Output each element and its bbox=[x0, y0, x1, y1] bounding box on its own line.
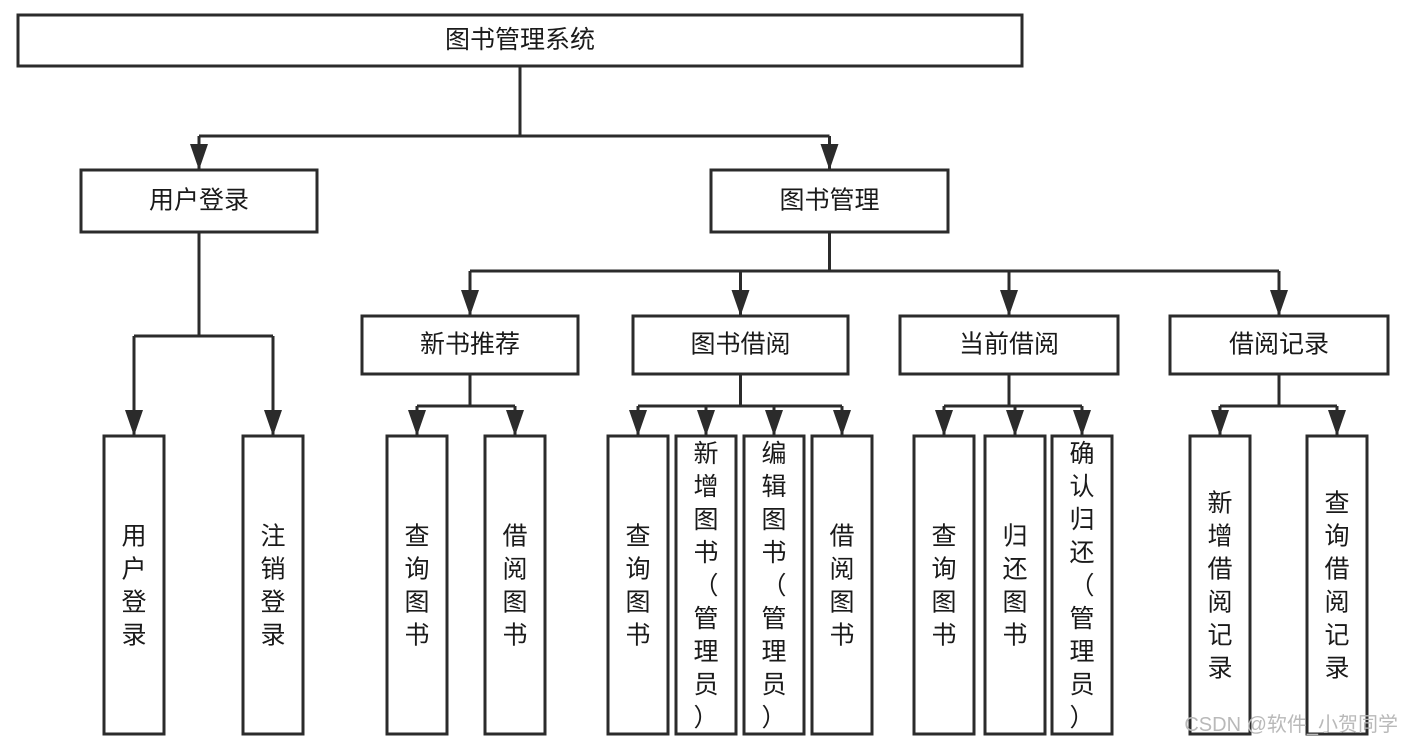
arrow-head-icon bbox=[1000, 290, 1018, 316]
node-box[interactable] bbox=[241, 434, 305, 736]
arrow-head-icon bbox=[1328, 410, 1346, 436]
node-label: 查询图书 bbox=[931, 523, 956, 650]
node-label: 图书借阅 bbox=[690, 331, 790, 359]
node-label: 查询图书 bbox=[404, 523, 429, 650]
node-leaf-leaf-query-book-2[interactable]: 查询图书 bbox=[606, 434, 670, 736]
node-label: 编辑图书（管理员） bbox=[761, 440, 786, 732]
node-leaf-leaf-query-record[interactable]: 查询借阅记录 bbox=[1305, 434, 1369, 736]
node-label: 新书推荐 bbox=[420, 331, 520, 359]
node-box[interactable] bbox=[483, 434, 547, 736]
node-label: 新增图书（管理员） bbox=[693, 440, 718, 732]
node-level2-user-login[interactable]: 用户登录 bbox=[79, 168, 319, 234]
arrow-head-icon bbox=[697, 410, 715, 436]
node-leaf-leaf-confirm-return[interactable]: 确认归还（管理员） bbox=[1050, 434, 1114, 736]
arrow-head-icon bbox=[190, 144, 208, 170]
connector-group-record-to-leaves bbox=[1218, 374, 1339, 435]
connector-layer bbox=[125, 66, 1346, 436]
connector-group-root-to-level2 bbox=[197, 66, 831, 169]
node-box[interactable] bbox=[385, 434, 449, 736]
node-leaf-leaf-add-record[interactable]: 新增借阅记录 bbox=[1188, 434, 1252, 736]
node-box[interactable] bbox=[79, 168, 319, 234]
node-level3-book-borrow[interactable]: 图书借阅 bbox=[631, 314, 850, 376]
node-box[interactable] bbox=[16, 13, 1024, 68]
node-box[interactable] bbox=[810, 434, 874, 736]
node-box[interactable] bbox=[709, 168, 950, 234]
arrow-head-icon bbox=[820, 144, 839, 170]
node-box[interactable] bbox=[631, 314, 850, 376]
arrow-head-icon bbox=[461, 290, 479, 316]
node-box[interactable] bbox=[983, 434, 1047, 736]
arrow-head-icon bbox=[765, 410, 783, 436]
node-label: 用户登录 bbox=[121, 523, 146, 650]
node-label: 借阅图书 bbox=[829, 523, 854, 650]
node-box[interactable] bbox=[742, 434, 806, 736]
node-leaf-leaf-edit-book[interactable]: 编辑图书（管理员） bbox=[742, 434, 806, 736]
connector-group-userlogin-to-leaves bbox=[132, 232, 275, 435]
node-label: 当前借阅 bbox=[959, 331, 1059, 359]
node-box[interactable] bbox=[1188, 434, 1252, 736]
arrow-head-icon bbox=[506, 410, 524, 436]
node-leaf-leaf-user-login[interactable]: 用户登录 bbox=[102, 434, 166, 736]
arrow-head-icon bbox=[833, 410, 851, 436]
node-leaf-leaf-query-book-1[interactable]: 查询图书 bbox=[385, 434, 449, 736]
node-box[interactable] bbox=[1305, 434, 1369, 736]
node-box[interactable] bbox=[674, 434, 738, 736]
arrow-head-icon bbox=[935, 410, 953, 436]
node-label: 查询图书 bbox=[625, 523, 650, 650]
connector-group-bookmgmt-to-level3 bbox=[468, 232, 1281, 315]
node-level2-book-management[interactable]: 图书管理 bbox=[709, 168, 950, 234]
arrow-head-icon bbox=[1211, 410, 1229, 436]
node-layer: 图书管理系统用户登录图书管理新书推荐图书借阅当前借阅借阅记录用户登录注销登录查询… bbox=[16, 13, 1390, 736]
node-leaf-leaf-borrow-book-1[interactable]: 借阅图书 bbox=[483, 434, 547, 736]
node-box[interactable] bbox=[102, 434, 166, 736]
node-box[interactable] bbox=[360, 314, 580, 376]
node-label: 新增借阅记录 bbox=[1207, 490, 1232, 683]
node-root-system[interactable]: 图书管理系统 bbox=[16, 13, 1024, 68]
connector-group-borrow-to-leaves bbox=[636, 374, 844, 435]
node-box[interactable] bbox=[898, 314, 1120, 376]
csdn-watermark: CSDN @软件_小贺同学 bbox=[1184, 713, 1398, 736]
node-label: 注销登录 bbox=[260, 523, 285, 650]
node-label: 图书管理 bbox=[779, 187, 879, 215]
node-label: 借阅记录 bbox=[1229, 331, 1329, 359]
node-label: 归还图书 bbox=[1002, 523, 1027, 650]
arrow-head-icon bbox=[731, 290, 750, 316]
arrow-head-icon bbox=[1073, 410, 1091, 436]
arrow-head-icon bbox=[1270, 290, 1288, 316]
node-level3-borrow-record[interactable]: 借阅记录 bbox=[1168, 314, 1390, 376]
node-leaf-leaf-add-book[interactable]: 新增图书（管理员） bbox=[674, 434, 738, 736]
arrow-head-icon bbox=[629, 410, 647, 436]
node-label: 用户登录 bbox=[149, 187, 249, 215]
node-label: 图书管理系统 bbox=[445, 26, 595, 54]
node-label: 查询借阅记录 bbox=[1324, 490, 1349, 683]
node-box[interactable] bbox=[606, 434, 670, 736]
node-box[interactable] bbox=[912, 434, 976, 736]
node-leaf-leaf-borrow-book-2[interactable]: 借阅图书 bbox=[810, 434, 874, 736]
arrow-head-icon bbox=[264, 410, 282, 436]
node-leaf-leaf-query-book-3[interactable]: 查询图书 bbox=[912, 434, 976, 736]
arrow-head-icon bbox=[1006, 410, 1024, 436]
node-label: 借阅图书 bbox=[502, 523, 527, 650]
connector-group-recommend-to-leaves bbox=[415, 374, 517, 435]
node-box[interactable] bbox=[1168, 314, 1390, 376]
arrow-head-icon bbox=[408, 410, 426, 436]
node-label: 确认归还（管理员） bbox=[1069, 440, 1094, 732]
node-box[interactable] bbox=[1050, 434, 1114, 736]
node-level3-current-borrow[interactable]: 当前借阅 bbox=[898, 314, 1120, 376]
node-leaf-leaf-return-book[interactable]: 归还图书 bbox=[983, 434, 1047, 736]
node-level3-new-book-recommend[interactable]: 新书推荐 bbox=[360, 314, 580, 376]
node-leaf-leaf-user-logout[interactable]: 注销登录 bbox=[241, 434, 305, 736]
arrow-head-icon bbox=[125, 410, 143, 436]
